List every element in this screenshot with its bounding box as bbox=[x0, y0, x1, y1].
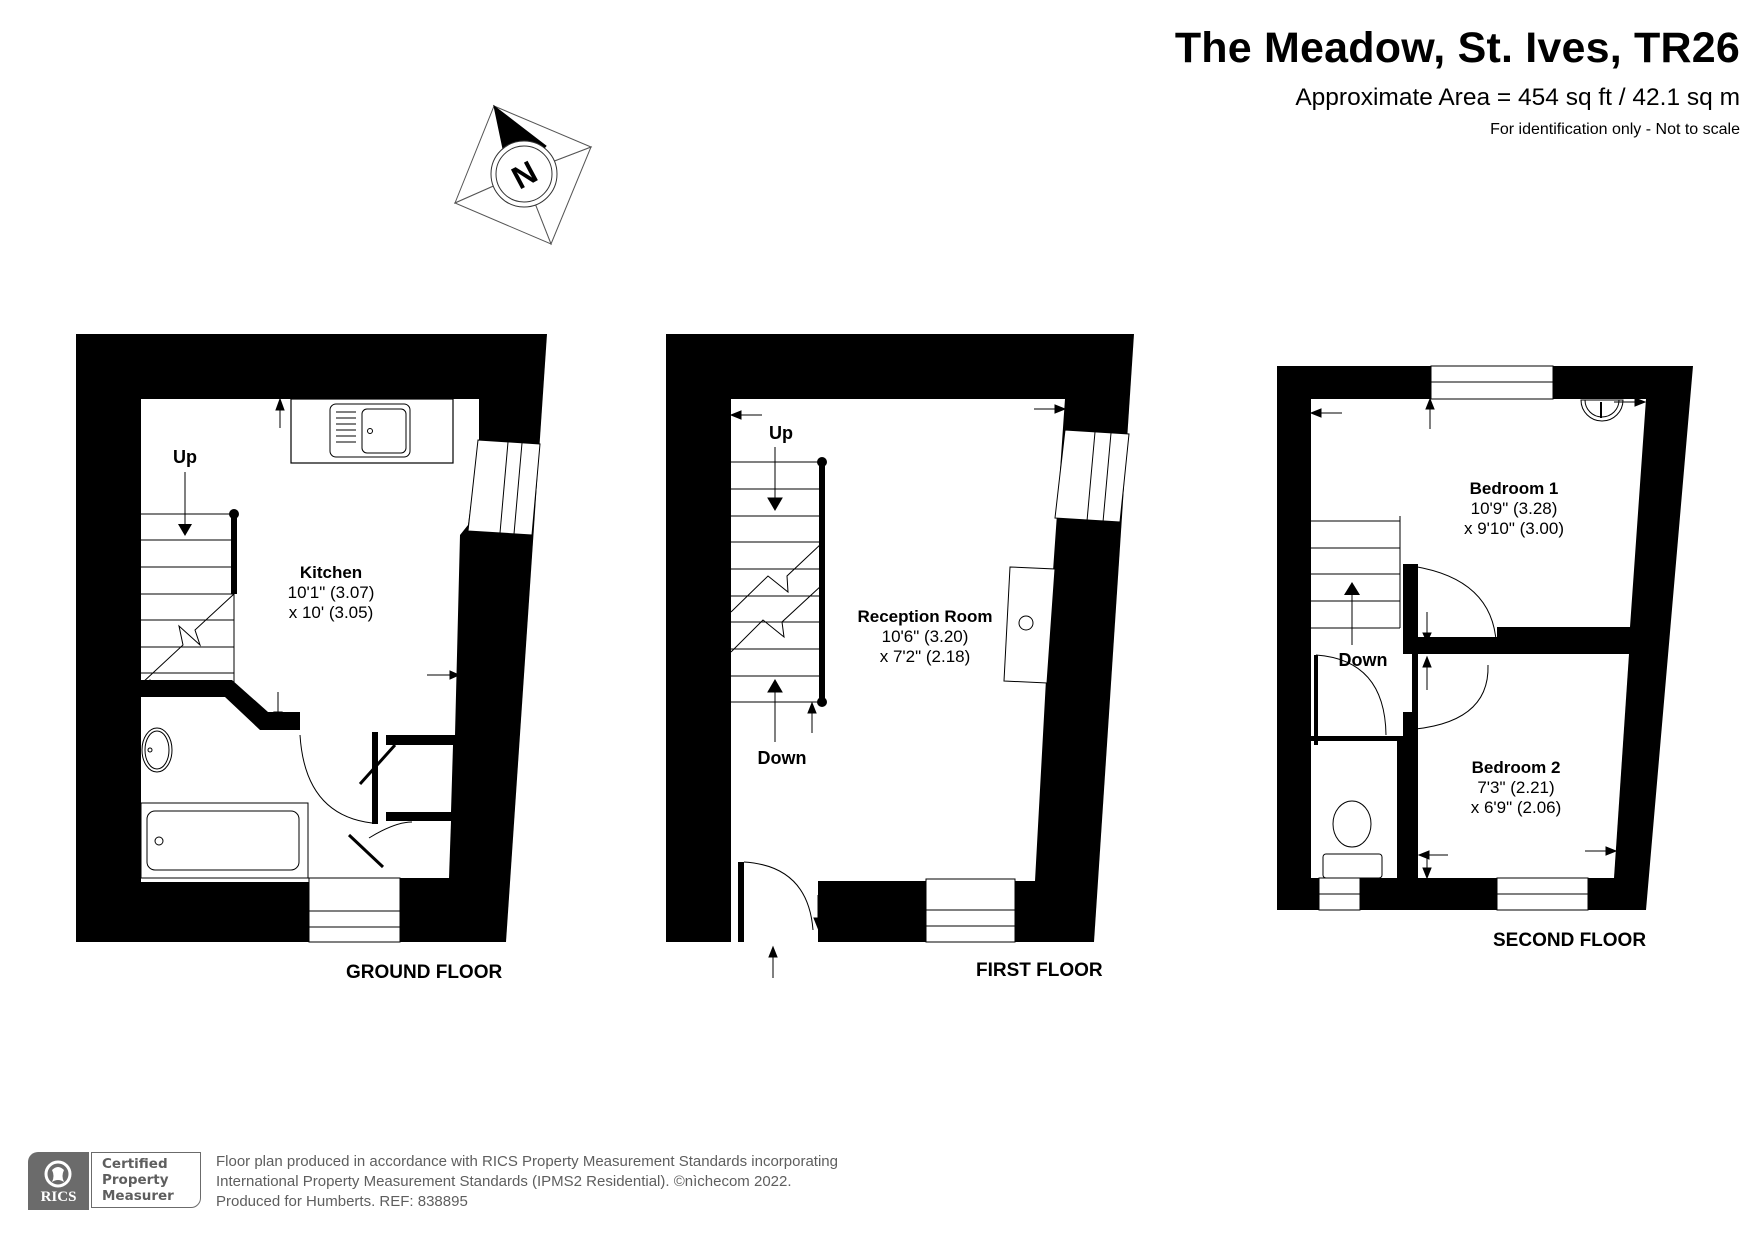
disclaimer-note: For identification only - Not to scale bbox=[1490, 121, 1740, 138]
room-dimension-1: 10'9" (3.28) bbox=[1470, 499, 1558, 518]
room-label-bedroom-1: Bedroom 1 10'9" (3.28) x 9'10" (3.00) bbox=[1464, 479, 1564, 539]
property-title: The Meadow, St. Ives, TR26 bbox=[1174, 24, 1740, 72]
badge-line: Measurer bbox=[102, 1188, 174, 1204]
room-name: Kitchen bbox=[299, 563, 363, 582]
room-name: Reception Room bbox=[857, 607, 993, 626]
stairs-down-label: Down bbox=[1338, 650, 1388, 670]
approximate-area: Approximate Area = 454 sq ft / 42.1 sq m bbox=[1295, 84, 1740, 111]
room-dimension-2: x 7'2" (2.18) bbox=[879, 647, 971, 666]
floor-label-first: FIRST FLOOR bbox=[976, 960, 1103, 981]
rics-lion-icon bbox=[44, 1160, 72, 1188]
badge-line: Property bbox=[102, 1172, 169, 1188]
room-dimension-1: 10'1" (3.07) bbox=[287, 583, 375, 602]
second-floor-plan bbox=[1277, 365, 1693, 911]
floor-label-ground: GROUND FLOOR bbox=[346, 962, 503, 983]
room-dimension-1: 7'3" (2.21) bbox=[1477, 778, 1555, 797]
stairs-up-label: Up bbox=[173, 447, 197, 467]
footer-line: Produced for Humberts. REF: 838895 bbox=[216, 1193, 468, 1210]
room-label-reception: Reception Room 10'6" (3.20) x 7'2" (2.18… bbox=[857, 607, 992, 667]
footer-line: Floor plan produced in accordance with R… bbox=[216, 1153, 838, 1170]
room-dimension-1: 10'6" (3.20) bbox=[881, 627, 969, 646]
certified-property-measurer-badge: Certified Property Measurer bbox=[91, 1152, 201, 1208]
compass-north-icon: N bbox=[453, 104, 593, 246]
ground-floor-plan bbox=[76, 334, 547, 943]
room-dimension-2: x 10' (3.05) bbox=[288, 603, 374, 622]
room-label-kitchen: Kitchen 10'1" (3.07) x 10' (3.05) bbox=[288, 563, 375, 623]
stairs-up-label: Up bbox=[769, 423, 793, 443]
stairs-down-label: Down bbox=[757, 748, 807, 768]
room-dimension-2: x 9'10" (3.00) bbox=[1464, 519, 1564, 538]
footer-statement: Floor plan produced in accordance with R… bbox=[216, 1152, 838, 1212]
room-dimension-2: x 6'9" (2.06) bbox=[1470, 798, 1562, 817]
first-floor-plan bbox=[666, 334, 1134, 978]
room-name: Bedroom 1 bbox=[1469, 479, 1559, 498]
rics-logo: RICS bbox=[28, 1152, 89, 1210]
floor-label-second: SECOND FLOOR bbox=[1493, 930, 1647, 951]
rics-logo-text: RICS bbox=[40, 1189, 77, 1205]
room-label-bedroom-2: Bedroom 2 7'3" (2.21) x 6'9" (2.06) bbox=[1471, 758, 1562, 818]
footer-line: International Property Measurement Stand… bbox=[216, 1173, 792, 1190]
room-name: Bedroom 2 bbox=[1471, 758, 1561, 777]
badge-line: Certified bbox=[102, 1156, 168, 1172]
